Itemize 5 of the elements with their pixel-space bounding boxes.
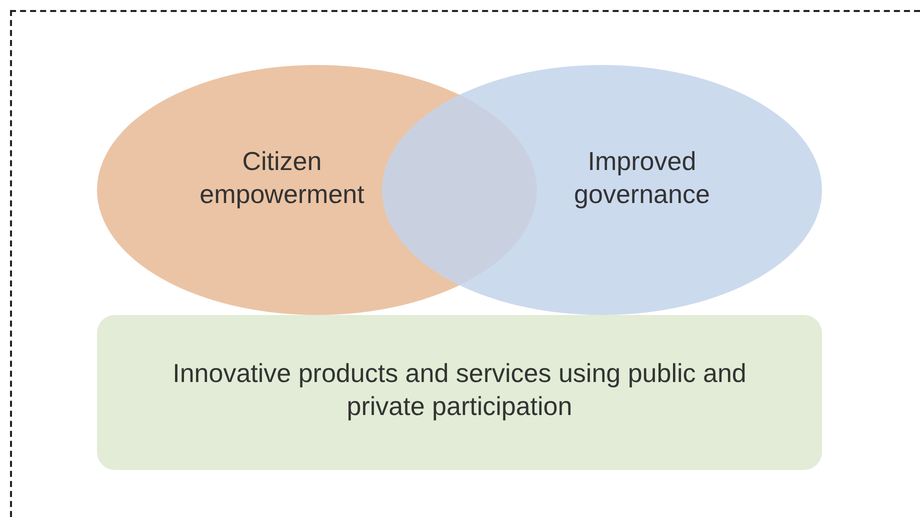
- dashed-frame: [10, 10, 920, 517]
- rounded-box: [97, 315, 822, 470]
- node-label: Innovative products and services using public and private participation: [172, 357, 748, 423]
- node-label: Improved governance: [573, 145, 711, 211]
- node-label: Citizen empowerment: [198, 145, 366, 211]
